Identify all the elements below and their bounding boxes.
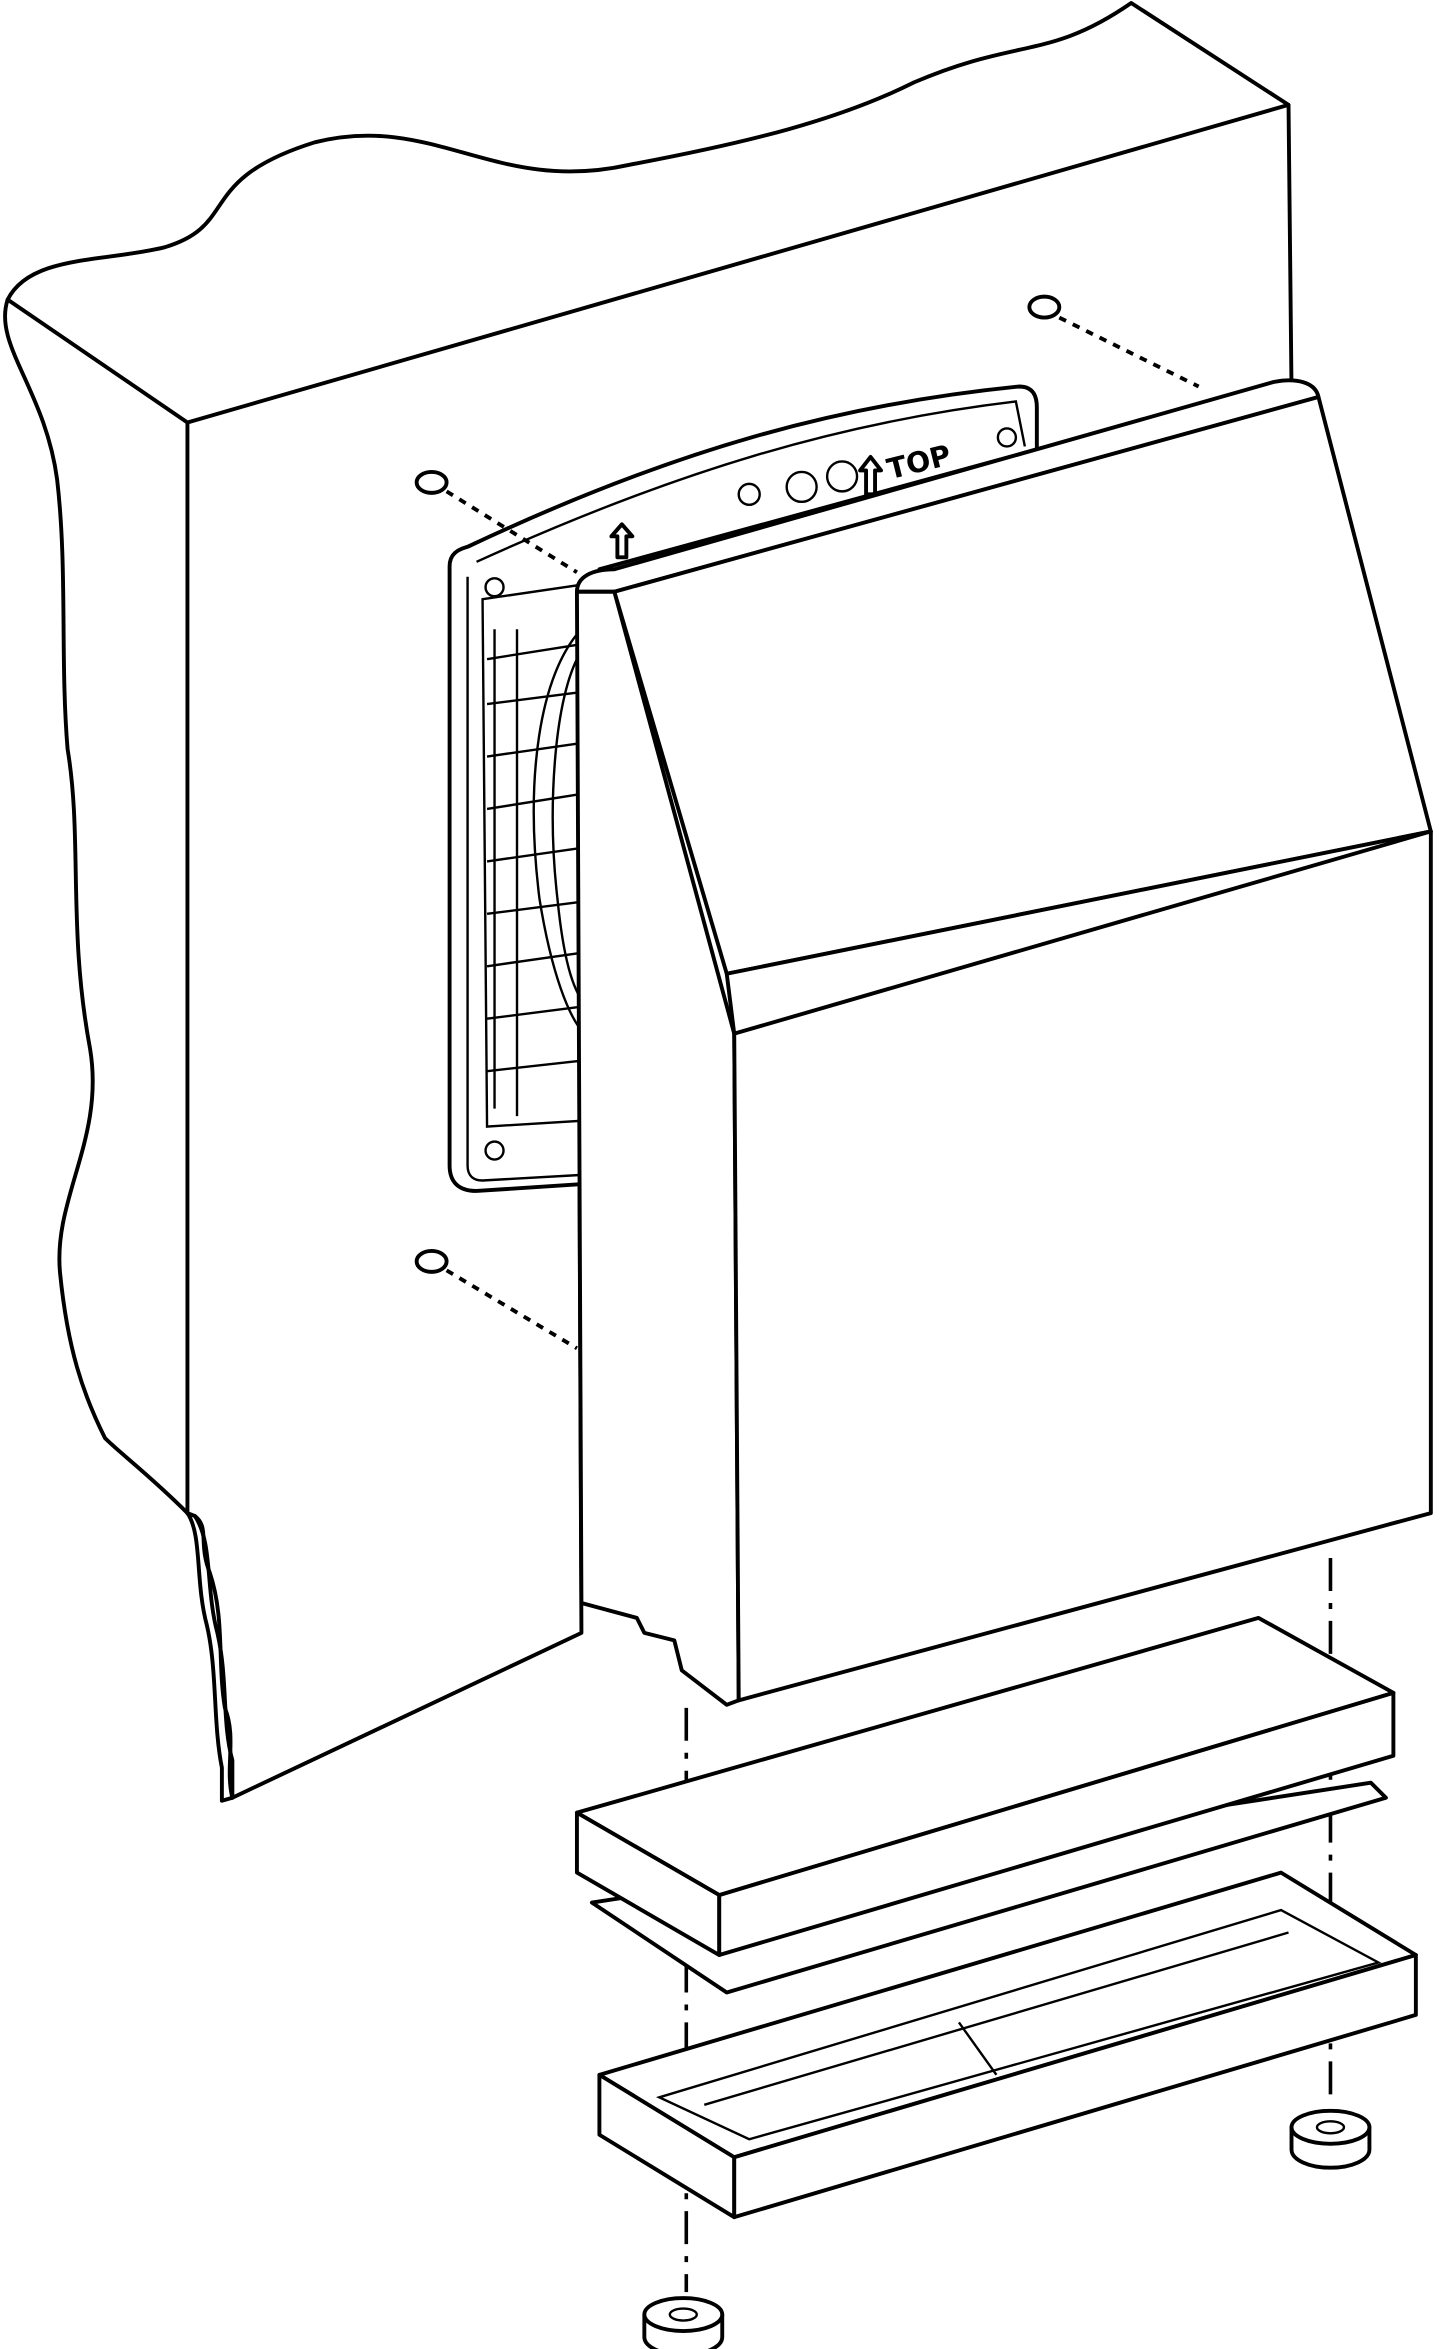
indicator-circle-icon xyxy=(785,470,818,504)
screw-icon xyxy=(1027,294,1062,320)
filter-tray xyxy=(597,1870,1418,2220)
frame-screw-hole-icon xyxy=(484,577,505,598)
frame-screw-hole-icon xyxy=(737,482,761,507)
arrow-up-icon xyxy=(858,454,883,497)
screw-icon xyxy=(414,1248,449,1274)
fan-grille-slats xyxy=(486,628,586,1073)
arrow-up-icon xyxy=(609,522,635,560)
mounting-screws xyxy=(414,294,1200,1350)
rain-hood xyxy=(574,378,1433,1707)
frame-screw-hole-icon xyxy=(484,1140,505,1161)
indicator-circle-icon xyxy=(825,460,859,493)
filter-mat xyxy=(574,1615,1396,1995)
rubber-feet xyxy=(642,2108,1372,2349)
frame-screw-hole-icon xyxy=(996,427,1018,448)
screw-icon xyxy=(414,469,449,495)
